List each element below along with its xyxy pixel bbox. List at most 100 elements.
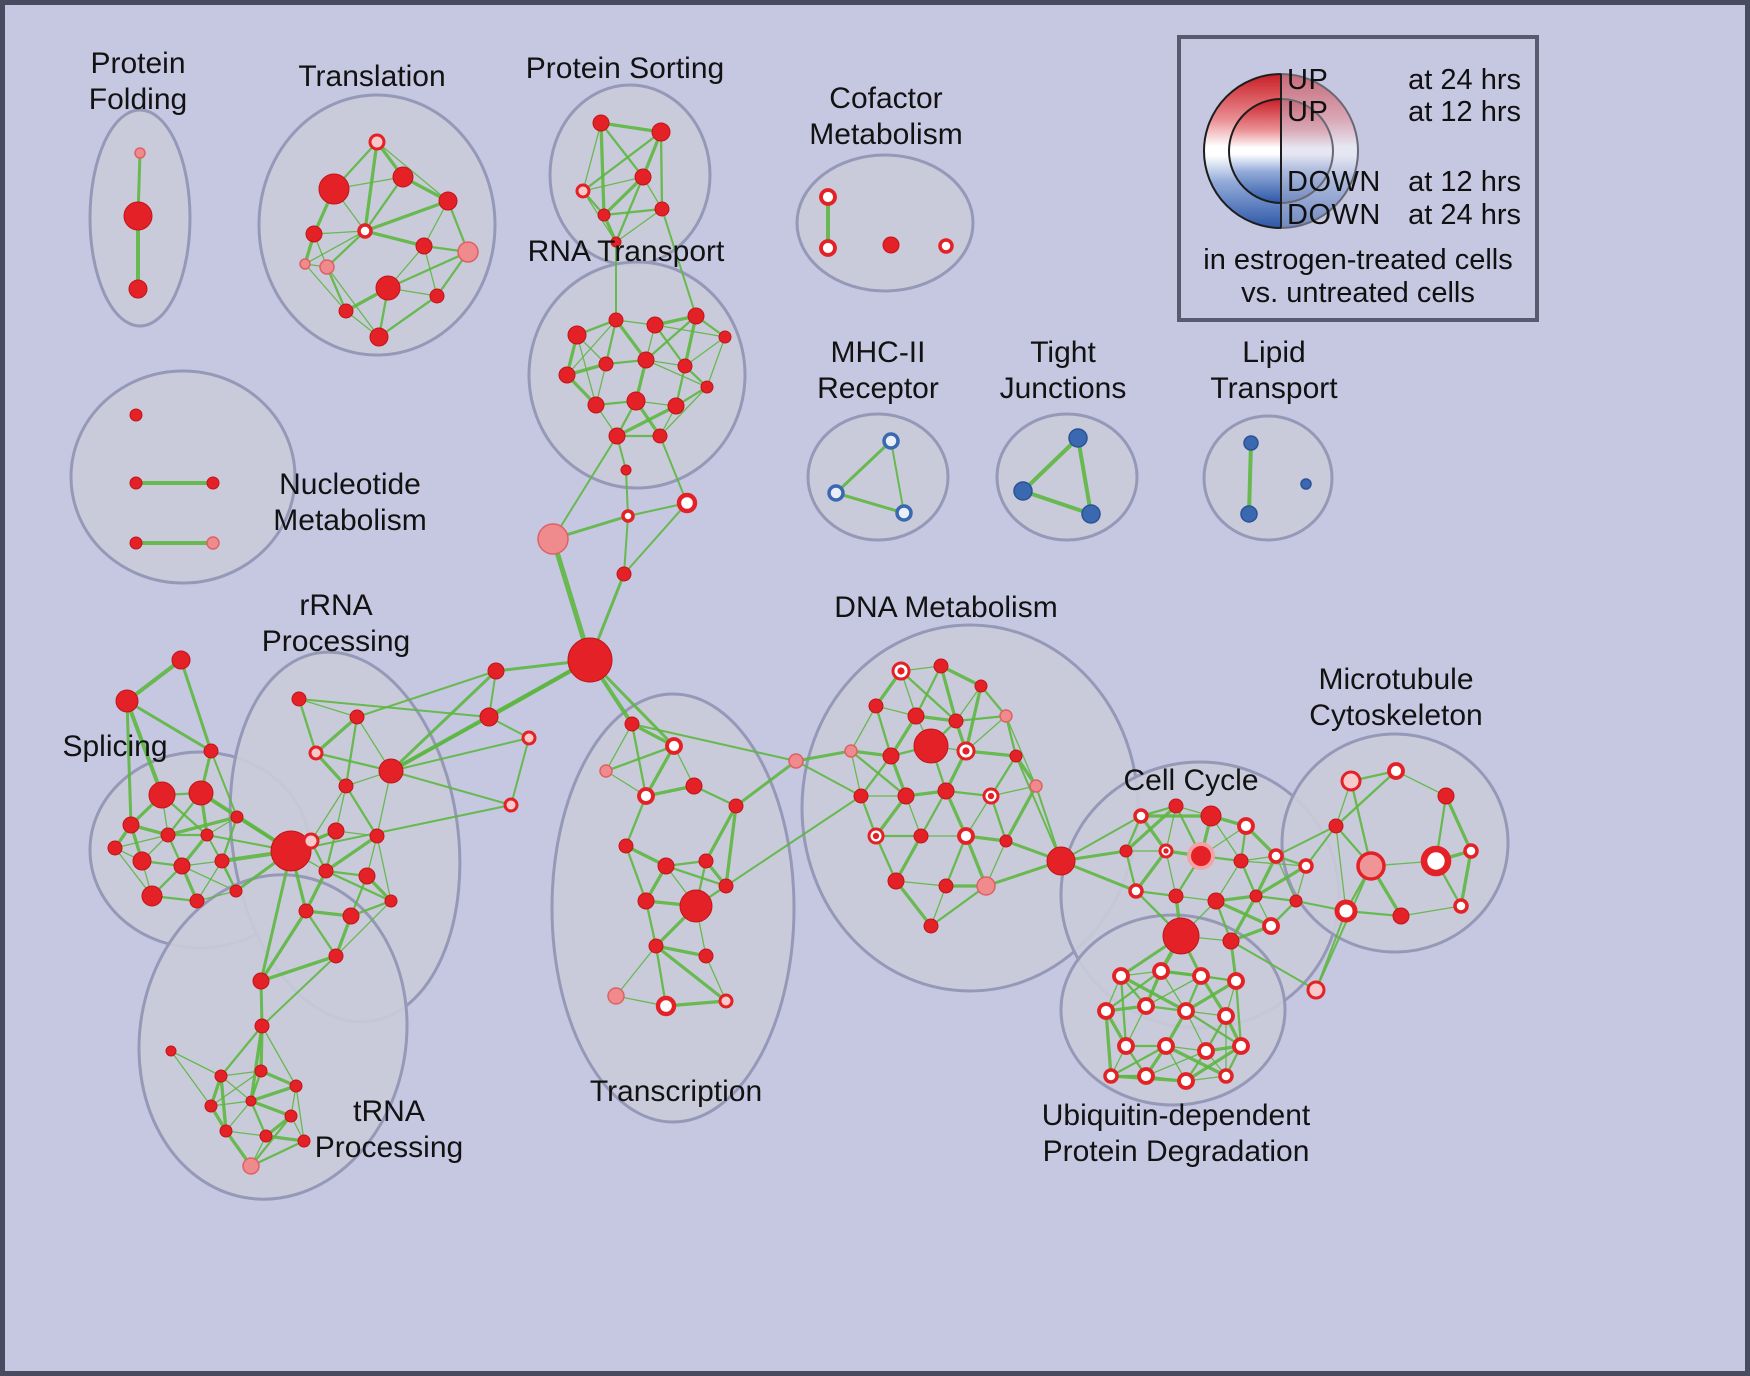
network-node (1334, 899, 1358, 923)
network-edge (566, 319, 617, 376)
network-node (1112, 967, 1130, 985)
network-node (567, 325, 587, 345)
network-node (1249, 889, 1263, 903)
network-edge (795, 760, 862, 797)
network-node (1187, 842, 1215, 870)
network-node (165, 1045, 177, 1057)
network-node (252, 972, 270, 990)
network-edge (210, 1070, 262, 1107)
network-edge (659, 386, 708, 437)
network-node (457, 241, 479, 263)
network-edge (220, 815, 239, 863)
network-node (327, 822, 345, 840)
network-edge (219, 1074, 228, 1133)
network-edge (654, 944, 728, 1003)
network-node (302, 832, 320, 850)
network-edge (363, 140, 379, 233)
network-edge (297, 697, 318, 755)
network-edge (313, 230, 366, 235)
network-node (123, 201, 153, 231)
network-node (160, 827, 176, 843)
network-node (698, 853, 714, 869)
network-edge (363, 229, 426, 248)
network-node (718, 878, 734, 894)
network-node (1197, 1042, 1215, 1060)
network-node (254, 1018, 270, 1034)
network-edge (1184, 979, 1238, 1013)
network-edge (599, 121, 645, 179)
network-edge (314, 751, 393, 773)
legend-fade-overlay (1281, 73, 1361, 230)
network-node (1068, 428, 1088, 448)
network-node (567, 637, 613, 683)
network-edge (914, 664, 943, 718)
network-node (558, 366, 576, 384)
network-edge (794, 749, 853, 763)
network-node (999, 709, 1013, 723)
legend-caption-line2: vs. untreated cells (1241, 277, 1475, 309)
network-node (587, 396, 605, 414)
network-node (503, 797, 519, 813)
network-edge (654, 324, 726, 338)
legend-time-label: at 24 hrs (1408, 64, 1521, 96)
cluster-label-trna-processing: Processing (315, 1131, 463, 1164)
cluster-ellipse-mhc-ii-receptor (806, 412, 950, 542)
network-node (245, 1095, 257, 1107)
network-node (637, 892, 655, 910)
network-node (1163, 848, 1169, 854)
network-edge (304, 230, 366, 265)
network-edge (659, 130, 664, 211)
network-edge (219, 1024, 264, 1078)
network-edge (582, 176, 644, 192)
network-node (1306, 980, 1326, 1000)
cluster-ellipse-cofactor-metabolism (795, 153, 975, 293)
network-node (626, 391, 646, 411)
network-edge (363, 175, 405, 233)
network-edge (423, 245, 438, 297)
network-node (1046, 846, 1076, 876)
network-edge (624, 844, 648, 903)
legend-graphic (1203, 73, 1361, 230)
network-node (700, 380, 714, 394)
network-node (204, 1099, 218, 1113)
cluster-label-translation: Translation (298, 60, 445, 93)
network-edge (1104, 969, 1163, 1013)
network-node (1162, 917, 1200, 955)
network-node (1009, 749, 1023, 763)
network-edge (599, 121, 663, 134)
network-node (937, 782, 955, 800)
network-edge (659, 435, 688, 504)
network-edge (1015, 755, 1062, 862)
network-node (1013, 481, 1033, 501)
network-node (575, 183, 591, 199)
network-node (1128, 883, 1144, 899)
network-node (655, 995, 677, 1017)
legend-time-label: at 12 hrs (1408, 96, 1521, 128)
network-edge (644, 744, 676, 798)
network-node (230, 810, 244, 824)
network-node (188, 780, 214, 806)
network-node (129, 408, 143, 422)
network-node (537, 523, 569, 555)
network-node (1356, 851, 1386, 881)
network-edge (582, 122, 602, 192)
network-node (913, 728, 949, 764)
network-node (1240, 505, 1258, 523)
cluster-label-nucleotide-metabolism: Nucleotide (279, 468, 421, 501)
network-edge (705, 955, 727, 1002)
network-edge (376, 141, 449, 202)
network-edge (310, 785, 347, 842)
network-node (318, 863, 334, 879)
network-edge (170, 1050, 212, 1107)
network-edge (661, 208, 697, 317)
network-node (429, 288, 445, 304)
network-node (648, 938, 664, 954)
network-node (384, 894, 398, 908)
network-edge (314, 715, 359, 755)
network-edge (259, 909, 308, 983)
network-edge (929, 884, 988, 928)
network-node (1300, 478, 1312, 490)
network-edge (1305, 825, 1337, 867)
